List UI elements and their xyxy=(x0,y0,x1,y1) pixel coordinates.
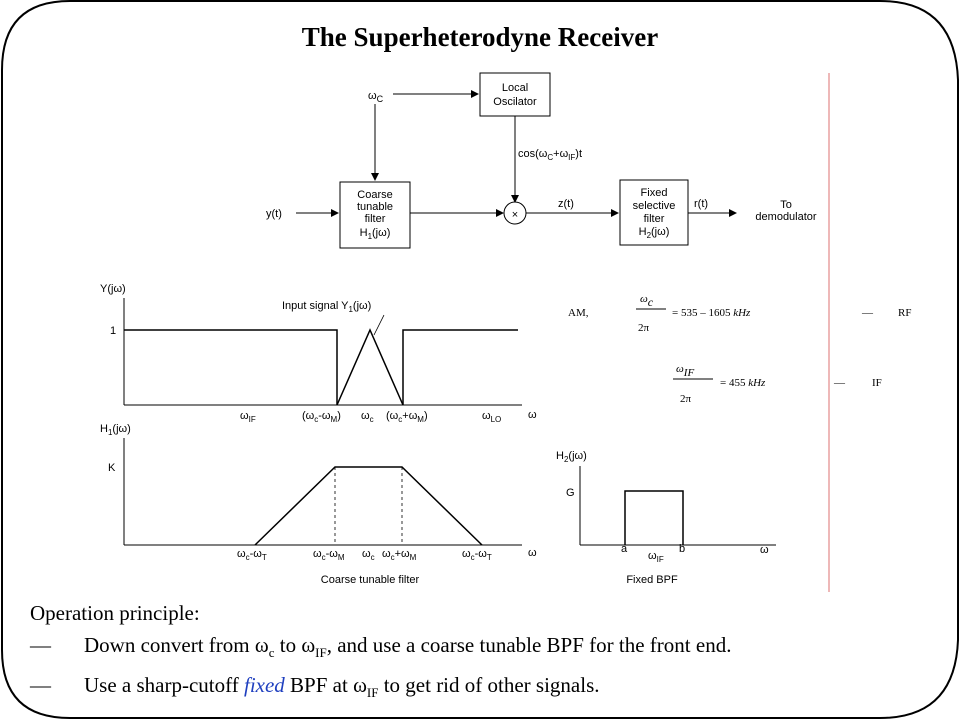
line2-part-b: BPF at ω xyxy=(284,673,367,698)
eq1-rf: RF xyxy=(898,307,911,319)
plot-h1-tick-wc-minus-wt-left: ωc-ωT xyxy=(237,548,267,562)
line1-part-a: Down convert from ω xyxy=(84,633,269,657)
plot-h1-tick-wc: ωc xyxy=(362,548,375,562)
plot-y-left-band xyxy=(124,329,338,405)
plot-y-tick-wc-plus-wm: (ωc+ωM) xyxy=(386,410,428,424)
coarse-label-4: H1(jω) xyxy=(360,227,391,241)
fixed-label-4: H2(jω) xyxy=(639,226,670,240)
plot-h2-caption: Fixed BPF xyxy=(626,574,678,586)
coarse-label-1: Coarse xyxy=(357,189,392,201)
plot-h1-tick-wc-minus-wm: ωc-ωM xyxy=(313,548,345,562)
eq2-dash: — xyxy=(833,377,846,389)
yt-label: y(t) xyxy=(266,208,282,220)
eq2-numerator: ωIF xyxy=(676,363,694,379)
eq2-rhs: = 455 kHz xyxy=(720,377,766,389)
plot-h2-axis-w: ω xyxy=(760,544,769,556)
eq1-denominator: 2π xyxy=(638,322,650,334)
coarse-label-3: filter xyxy=(365,213,386,225)
plot-h1-tick-wc-plus-wm: ωc+ωM xyxy=(382,548,417,562)
fixed-word: fixed xyxy=(243,673,285,698)
plot-y-tick-wc-minus-wm: (ωc-ωM) xyxy=(302,410,341,424)
eq1-dash: — xyxy=(861,307,874,319)
plot-h1-coarse: H1(jω) K ωc-ωT ωc-ωM ωc ωc+ωM ωc-ωT ω Co… xyxy=(100,423,537,586)
eq2-denominator: 2π xyxy=(680,393,692,405)
eq2-if: IF xyxy=(872,377,882,389)
plot-h2-fixed: H2(jω) G a ωIF b ω Fixed BPF xyxy=(556,450,776,586)
slide-title: The Superheterodyne Receiver xyxy=(301,22,659,52)
line2-sub-if: IF xyxy=(366,685,379,701)
plot-h2-b-label: b xyxy=(679,543,685,555)
plot-y-one-tick: 1 xyxy=(110,325,116,337)
principle-heading: Operation principle: xyxy=(30,601,200,625)
line1-sub-if: IF xyxy=(315,645,327,661)
plot-y-spectrum: Y(jω) 1 Input signal Y1(jω) ωIF (ωc-ωM) … xyxy=(100,283,537,424)
line1-part-c: , and use a coarse tunable BPF for the f… xyxy=(326,633,732,657)
block-diagram: ωC Local Oscilator cos(ωC+ωIF)t y(t) Coa… xyxy=(266,72,817,249)
fixed-label-3: filter xyxy=(644,213,665,225)
bullet-dash-1: — xyxy=(30,633,51,657)
plot-y-tick-wlo: ωLO xyxy=(482,410,501,424)
plot-h1-tick-wc-minus-wt-right: ωc-ωT xyxy=(462,548,492,562)
plot-y-input-triangle xyxy=(336,328,404,406)
eq1-rhs: = 535 – 1605 kHz xyxy=(672,307,751,319)
fixed-label-2: selective xyxy=(633,200,676,212)
plot-y-right-band xyxy=(402,329,518,405)
wc-input-label: ωC xyxy=(368,90,384,104)
plot-h1-caption: Coarse tunable filter xyxy=(321,574,420,586)
plot-h2-wif-label: ωIF xyxy=(648,550,664,564)
line1-sub-c: c xyxy=(268,645,275,661)
operation-principle: Operation principle: — Down convert from … xyxy=(30,597,731,709)
demodulator-label: demodulator xyxy=(755,211,816,223)
mixer-symbol: × xyxy=(512,209,518,221)
coarse-label-2: tunable xyxy=(357,201,393,213)
plot-h2-a-label: a xyxy=(621,543,628,555)
lo-label-2: Oscilator xyxy=(493,96,537,108)
am-label: AM, xyxy=(568,307,589,319)
principle-line-2: — Use a sharp-cutoff fixed BPF at ωIF to … xyxy=(30,669,731,709)
plot-h2-g-tick: G xyxy=(566,487,575,499)
line1-part-b: to ω xyxy=(274,633,316,657)
plot-y-axis-w: ω xyxy=(528,409,537,421)
line2-part-a: Use a sharp-cutoff xyxy=(84,673,244,698)
input-signal-pointer xyxy=(373,314,385,336)
to-label: To xyxy=(780,199,792,211)
plot-h2-ylabel: H2(jω) xyxy=(556,450,587,464)
equations: AM, ωc 2π = 535 – 1605 kHz — RF ωIF 2π =… xyxy=(568,293,911,405)
plot-y-ylabel: Y(jω) xyxy=(100,283,126,295)
fixed-label-1: Fixed xyxy=(641,187,668,199)
lo-label-1: Local xyxy=(502,82,528,94)
plot-y-tick-wif: ωIF xyxy=(240,410,256,424)
rt-label: r(t) xyxy=(694,198,708,210)
input-signal-label: Input signal Y1(jω) xyxy=(282,300,371,314)
plot-h1-trapezoid xyxy=(254,466,483,546)
bullet-dash-2: — xyxy=(30,673,51,698)
local-oscillator-block xyxy=(479,72,551,117)
principle-line-1: — Down convert from ωc to ωIF, and use a … xyxy=(30,629,731,669)
coarse-filter-block xyxy=(339,181,411,249)
cos-label: cos(ωC+ωIF)t xyxy=(518,148,582,162)
plot-h1-ylabel: H1(jω) xyxy=(100,423,131,437)
zt-label: z(t) xyxy=(558,198,574,210)
plot-h2-box xyxy=(624,490,684,545)
plot-h1-k-tick: K xyxy=(108,462,116,474)
line2-part-c: to get rid of other signals. xyxy=(378,673,600,698)
fixed-filter-block xyxy=(619,179,689,246)
eq1-numerator: ωc xyxy=(640,293,654,309)
plot-y-tick-wc: ωc xyxy=(361,410,374,424)
plot-h1-axis-w: ω xyxy=(528,547,537,559)
